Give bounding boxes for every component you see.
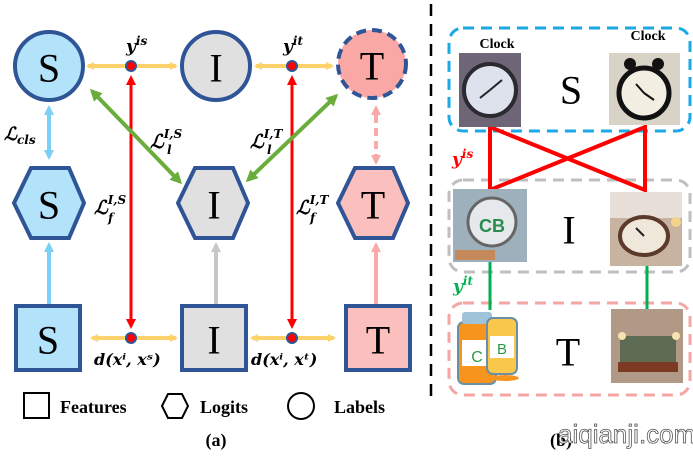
source-group-box [447,26,692,133]
legend-logits-icon [160,393,190,419]
clock-label-left: Clock [480,37,515,52]
math-d-is: d(xⁱ, xˢ) [94,350,161,369]
logit-node-s [11,166,87,240]
math-y-it: yit [282,34,303,57]
math-d-it: d(xⁱ, xᵗ) [251,350,317,369]
caption-b: (b) [550,430,572,451]
arrow-ll-is [89,88,183,185]
label-node-i [180,30,252,102]
source-image-clock-right [609,53,680,125]
group-label-intermediate: I [562,208,575,253]
legend-labels-label: Labels [334,397,385,417]
target-image-vitamins: C B [457,312,519,385]
label-node-i-text: I [209,46,222,91]
source-image-clock-left [459,53,521,127]
logit-node-t-text: T [361,183,385,228]
math-y-is: yis [125,34,147,57]
label-node-s-text: S [38,46,60,91]
svg-text:C: C [471,349,483,366]
intermediate-image-left: CB [453,189,527,262]
legend-features-label: Features [60,397,127,417]
feature-node-t-text: T [366,318,390,363]
group-label-source: S [560,68,582,113]
logit-node-i [175,166,251,240]
legend-logits-label: Logits [200,397,248,417]
math-l-cls: ℒcls [4,124,36,147]
arrow-ll-it [245,93,339,183]
junction-dot-y-it [286,60,298,72]
watermark: aiqianji.com [558,419,693,449]
feature-node-s [14,304,82,372]
target-image-bed [611,309,683,383]
group-label-target: T [556,330,580,375]
math-y-it-b: yit [452,274,473,297]
legend: Features Logits Labels [23,392,385,420]
svg-text:B: B [497,341,507,358]
feature-node-i [180,304,248,372]
intermediate-image-right [610,192,682,266]
feature-node-s-text: S [37,318,59,363]
junction-dot-y-is [125,60,137,72]
logit-node-i-text: I [207,183,220,228]
clock-label-right: Clock [631,29,666,44]
feature-node-t [344,304,412,372]
y-is-cross-lines [488,124,647,193]
legend-features-icon [23,392,50,419]
logit-node-t [335,166,411,240]
junction-dot-d-it [286,332,298,344]
panel-b: Clock Clock CB [447,26,693,451]
svg-text:CB: CB [479,216,505,236]
junction-dot-d-is [125,332,137,344]
label-node-s [13,30,85,102]
logit-node-s-text: S [38,183,60,228]
caption-a: (a) [206,430,227,451]
legend-labels-icon [287,392,315,420]
label-node-t-text: T [360,44,384,89]
feature-node-i-text: I [207,318,220,363]
math-y-is-b: yis [451,147,473,170]
label-node-t-dashed [336,28,408,100]
